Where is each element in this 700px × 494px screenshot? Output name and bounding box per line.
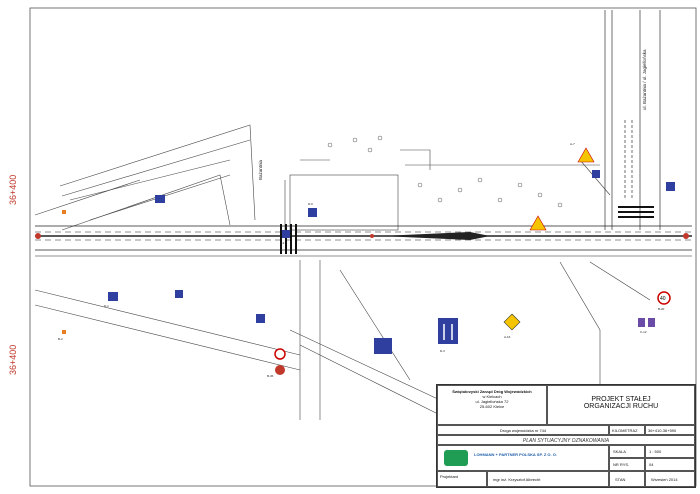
svg-text:B-20: B-20 — [658, 307, 665, 311]
svg-text:A-7: A-7 — [570, 142, 575, 146]
svg-text:D-6: D-6 — [308, 202, 313, 206]
lower-diagonal-roads — [34, 260, 651, 420]
svg-text:D-3: D-3 — [440, 349, 445, 353]
sign-blue-square-2 — [592, 170, 600, 178]
km-value: 36+410-36+590 — [645, 425, 695, 435]
sign-blue-square-7 — [256, 314, 265, 323]
svg-text:C-12: C-12 — [640, 330, 647, 334]
svg-text:T-2: T-2 — [280, 241, 285, 245]
buildings-upper — [284, 149, 611, 232]
status-label: STAN — [609, 471, 645, 487]
plan-title: PLAN SYTUACYJNY OZNAKOWANIA — [437, 435, 695, 445]
marker-mid — [370, 234, 374, 238]
crosswalk-center — [280, 224, 297, 254]
company-name: LOHMANN + PARTNER POLSKA SP. Z O. O. — [474, 452, 557, 457]
sign-priority-diamond: A-16 — [503, 313, 521, 339]
project-title-line-1: PROJEKT STAŁEJ — [591, 396, 651, 403]
date-value: Wrzesień 2014 — [645, 471, 695, 487]
owner-line-2: w Kielcach — [482, 394, 502, 399]
sign-blue-square-4 — [155, 195, 165, 203]
trees — [327, 135, 563, 208]
chainage-marker-left — [35, 233, 41, 239]
sheet-frame — [29, 7, 697, 487]
svg-text:D-1: D-1 — [104, 304, 109, 308]
sign-speed-limit: 40B-20 — [657, 291, 671, 311]
sign-lane-board: D-3 — [438, 318, 458, 353]
main-road — [35, 225, 692, 257]
vertical-road-right — [604, 10, 661, 230]
sign-blue-square-6 — [175, 290, 183, 298]
chainage-label-bottom: 36+400 — [8, 345, 18, 375]
svg-text:40: 40 — [660, 296, 666, 302]
owner-line-4: 25-602 Kielce — [479, 404, 505, 409]
chainage-marker-right — [683, 233, 689, 239]
sign-warning-triangle-2 — [529, 215, 547, 231]
sign-orange-markers: B-2 — [58, 210, 66, 341]
author-label: Projektant — [437, 471, 487, 487]
hatched-median — [380, 232, 490, 240]
company-logo — [444, 450, 468, 466]
crosswalk-right — [618, 206, 654, 218]
project-title-box: PROJEKT STAŁEJ ORGANIZACJI RUCHU — [547, 385, 695, 425]
author-name: mgr inż. Krzysztof Albrecht — [487, 471, 609, 487]
road-label: Droga wojewódzka nr 744 — [437, 425, 609, 435]
owner-line-1: Świętokrzyski Zarząd Dróg Wojewódzkich — [452, 389, 532, 394]
project-title-line-2: ORGANIZACJI RUCHU — [583, 403, 659, 410]
owner-line-3: ul. Jagiellońska 72 — [475, 399, 509, 404]
sign-warning-triangle-1: A-7 — [570, 142, 595, 163]
street-label-top: ul. Bażantnia / ul. Jagiellońska — [642, 49, 647, 110]
sign-round-red: B-36 — [267, 348, 286, 378]
company-box: LOHMANN + PARTNER POLSKA SP. Z O. O. — [437, 445, 609, 471]
title-block: Świętokrzyski Zarząd Dróg Wojewódzkich w… — [436, 384, 696, 488]
svg-text:A-16: A-16 — [504, 335, 511, 339]
sign-blue-square-1: D-6 — [308, 202, 317, 217]
scale-label: SKALA — [609, 445, 645, 458]
street-label-left: Bażantnia — [258, 159, 263, 180]
sign-d3-small: T-2 — [280, 230, 290, 245]
sheet-label: NR RYS. — [609, 458, 645, 471]
svg-text:B-36: B-36 — [267, 374, 274, 378]
sheet-value: 04 — [645, 458, 695, 471]
sign-blue-square-8 — [374, 338, 392, 354]
km-label: KILOMETRAZ — [609, 425, 645, 435]
sign-purple-pair: C-12 — [638, 318, 655, 334]
svg-text:B-2: B-2 — [58, 337, 63, 341]
scale-value: 1 : 500 — [645, 445, 695, 458]
chainage-label-top: 36+400 — [8, 175, 18, 205]
sign-blue-square-5: D-1 — [104, 292, 118, 308]
upper-left-road-lines — [34, 124, 256, 231]
owner-box: Świętokrzyski Zarząd Dróg Wojewódzkich w… — [437, 385, 547, 425]
sign-blue-square-3 — [666, 182, 675, 191]
